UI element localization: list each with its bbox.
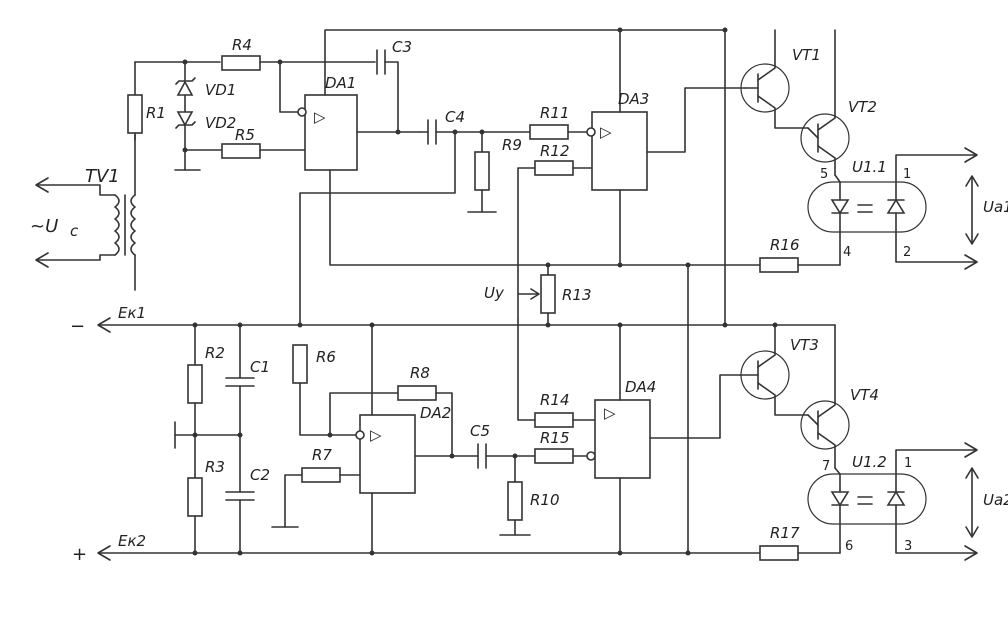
label-ua2: Ua2 xyxy=(983,491,1008,509)
optocoupler-u12 xyxy=(807,442,978,561)
opamp-da1: ▷ xyxy=(279,61,421,171)
opamp-da3: ▷ xyxy=(586,29,746,266)
label-plus: + xyxy=(72,544,87,565)
label-r12: R12 xyxy=(540,142,570,160)
label-r16: R16 xyxy=(770,236,800,254)
transistor-vt4 xyxy=(800,324,850,469)
resistor-r15 xyxy=(534,448,591,464)
label-ek2: Eк2 xyxy=(118,532,146,550)
opamp-da4: ▷ xyxy=(586,324,741,554)
transistor-vt1 xyxy=(740,29,809,129)
capacitor-c3 xyxy=(279,49,399,133)
label-r8: R8 xyxy=(410,364,430,382)
label-c3: C3 xyxy=(392,38,412,56)
pin-2: 2 xyxy=(903,245,911,260)
label-r2: R2 xyxy=(205,344,225,362)
label-vt1: VT1 xyxy=(792,46,821,64)
pin-7: 7 xyxy=(822,459,830,474)
label-da4: DA4 xyxy=(625,378,656,396)
divider-r2-r3-c1-c2 xyxy=(174,324,255,554)
svg-text:▷: ▷ xyxy=(370,426,382,444)
label-r11: R11 xyxy=(540,104,570,122)
label-da2: DA2 xyxy=(420,404,451,422)
label-da1: DA1 xyxy=(325,74,356,92)
label-vt3: VT3 xyxy=(790,336,819,354)
svg-text:▷: ▷ xyxy=(314,108,326,126)
ua1-arrow xyxy=(965,175,979,245)
label-r7: R7 xyxy=(312,446,332,464)
label-vt2: VT2 xyxy=(848,98,877,116)
label-r15: R15 xyxy=(540,429,570,447)
resistor-r4 xyxy=(221,55,281,71)
resistor-r6 xyxy=(292,344,359,436)
svg-text:▷: ▷ xyxy=(600,123,612,141)
label-uc: ~U xyxy=(30,216,58,237)
optocoupler-u11 xyxy=(807,147,978,270)
label-c2: C2 xyxy=(250,466,270,484)
potentiometer-r13 xyxy=(517,264,556,326)
label-uc-sub: c xyxy=(70,222,79,240)
label-tv1: TV1 xyxy=(85,166,120,187)
resistor-r7 xyxy=(271,467,361,528)
zener-vd1-vd2 xyxy=(174,61,201,171)
resistor-r1 xyxy=(127,61,143,141)
label-r14: R14 xyxy=(540,391,570,409)
label-da3: DA3 xyxy=(618,90,649,108)
opamp-da2: ▷ xyxy=(355,324,479,554)
transistor-vt3 xyxy=(739,324,809,416)
resistor-r12 xyxy=(517,160,593,321)
ua2-arrow xyxy=(965,467,979,538)
capacitor-c5 xyxy=(477,443,536,469)
label-r9: R9 xyxy=(502,136,522,154)
label-r5: R5 xyxy=(235,126,255,144)
resistor-r5 xyxy=(184,143,306,159)
label-r3: R3 xyxy=(205,458,225,476)
label-c5: C5 xyxy=(470,422,490,440)
label-r17: R17 xyxy=(770,524,800,542)
label-vt4: VT4 xyxy=(850,386,879,404)
label-r10: R10 xyxy=(530,491,560,509)
label-r6: R6 xyxy=(316,348,336,366)
pin-1b: 1 xyxy=(904,456,912,471)
resistor-r14 xyxy=(517,319,596,428)
label-c1: C1 xyxy=(250,358,270,376)
label-vd1: VD1 xyxy=(205,81,236,99)
resistor-r16 xyxy=(329,169,841,273)
resistor-r17 xyxy=(687,545,841,561)
pin-6: 6 xyxy=(845,539,853,554)
rail-ek2 xyxy=(97,545,689,561)
label-ua1: Ua1 xyxy=(983,198,1008,216)
label-c4: C4 xyxy=(445,108,465,126)
pin-5: 5 xyxy=(820,167,828,182)
label-r13: R13 xyxy=(562,286,592,304)
transformer-tv1 xyxy=(35,134,136,291)
label-uy: Uy xyxy=(484,284,505,302)
label-r4: R4 xyxy=(232,36,252,54)
junction-dots xyxy=(182,27,778,556)
resistor-r9 xyxy=(467,131,497,213)
transistor-vt2 xyxy=(800,29,850,176)
label-r1: R1 xyxy=(146,104,166,122)
resistor-r8 xyxy=(329,385,453,457)
svg-text:▷: ▷ xyxy=(604,404,616,422)
label-vd2: VD2 xyxy=(205,114,236,132)
label-u12: U1.2 xyxy=(852,453,887,471)
resistor-r11 xyxy=(529,124,589,140)
label-u11: U1.1 xyxy=(852,158,887,176)
pin-4: 4 xyxy=(843,245,851,260)
resistor-r10 xyxy=(499,455,531,536)
pin-1a: 1 xyxy=(903,167,911,182)
label-minus: − xyxy=(70,316,85,337)
pin-3: 3 xyxy=(904,539,912,554)
label-ek1: Eк1 xyxy=(118,304,146,322)
